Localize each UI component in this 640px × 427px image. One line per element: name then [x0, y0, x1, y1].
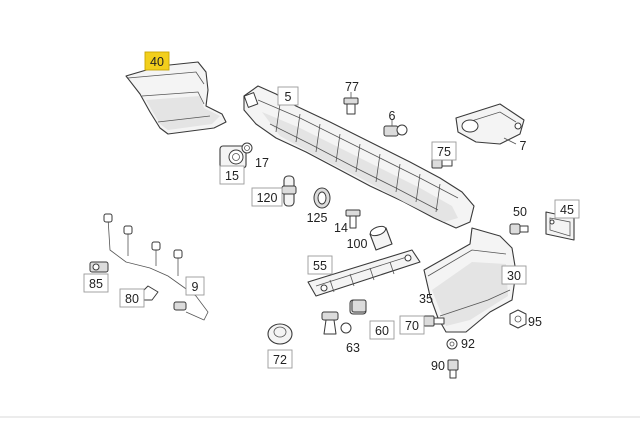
callout-75-label: 75	[437, 145, 451, 159]
part-6-clip-nut[interactable]	[383, 120, 408, 137]
callout-75[interactable]: 75	[431, 141, 457, 161]
callout-72-label: 72	[273, 353, 287, 367]
part-72-push-clip[interactable]	[267, 323, 293, 345]
callout-5-label: 5	[285, 90, 292, 104]
part-92-washer[interactable]	[446, 338, 458, 350]
label-7[interactable]: 7	[520, 139, 527, 153]
part-120-sensor[interactable]	[281, 175, 297, 207]
callout-45[interactable]: 45	[554, 199, 580, 219]
label-14[interactable]: 14	[334, 221, 348, 235]
part-85-connector[interactable]	[89, 261, 109, 273]
label-125[interactable]: 125	[307, 211, 328, 225]
callout-70[interactable]: 70	[399, 315, 425, 335]
part-95-nut[interactable]	[509, 309, 527, 329]
label-92[interactable]: 92	[461, 337, 475, 351]
part-15-sensor-holder[interactable]	[219, 145, 247, 170]
callout-15-label: 15	[225, 169, 239, 183]
part-7-bracket[interactable]	[455, 103, 525, 145]
label-17[interactable]: 17	[255, 156, 269, 170]
callout-80-label: 80	[125, 292, 139, 306]
callout-30[interactable]: 30	[501, 265, 527, 285]
label-95[interactable]: 95	[528, 315, 542, 329]
part-5-bumper-carrier[interactable]	[243, 85, 475, 229]
callout-60[interactable]: 60	[369, 320, 395, 340]
part-55-guide-rail[interactable]	[307, 249, 421, 297]
label-63[interactable]: 63	[346, 341, 360, 355]
callout-15[interactable]: 15	[219, 165, 245, 185]
callout-40-label: 40	[150, 55, 164, 69]
part-50-clip[interactable]	[509, 223, 529, 235]
callout-80[interactable]: 80	[119, 288, 145, 308]
part-125-ring[interactable]	[313, 187, 331, 209]
callout-9[interactable]: 9	[185, 276, 205, 296]
callout-55[interactable]: 55	[307, 255, 333, 275]
callout-85[interactable]: 85	[83, 273, 109, 293]
label-77[interactable]: 77	[345, 80, 359, 94]
callout-120[interactable]: 120	[251, 187, 283, 207]
callout-40[interactable]: 40	[144, 51, 170, 71]
part-9-wiring-harness[interactable]	[103, 213, 209, 321]
callout-30-label: 30	[507, 269, 521, 283]
callout-85-label: 85	[89, 277, 103, 291]
callout-120-label: 120	[257, 191, 278, 205]
label-50[interactable]: 50	[513, 205, 527, 219]
label-6[interactable]: 6	[389, 109, 396, 123]
callout-60-label: 60	[375, 324, 389, 338]
callout-45-label: 45	[560, 203, 574, 217]
callout-70-label: 70	[405, 319, 419, 333]
callout-55-label: 55	[313, 259, 327, 273]
part-77-screw[interactable]	[343, 92, 359, 115]
label-90[interactable]: 90	[431, 359, 445, 373]
part-40-left-end-cap[interactable]	[125, 61, 227, 135]
part-70-bolt[interactable]	[423, 315, 445, 327]
callout-9-label: 9	[192, 280, 199, 294]
part-90-bolt[interactable]	[447, 359, 459, 379]
part-14-clip[interactable]	[345, 209, 361, 229]
callout-72[interactable]: 72	[267, 349, 293, 369]
part-63-rivet[interactable]	[321, 311, 352, 335]
part-17-ring[interactable]	[241, 142, 253, 154]
part-100-sleeve[interactable]	[369, 225, 393, 251]
label-100[interactable]: 100	[347, 237, 368, 251]
label-35[interactable]: 35	[419, 292, 433, 306]
callout-5[interactable]: 5	[277, 86, 299, 106]
part-60-nut[interactable]	[351, 299, 367, 313]
